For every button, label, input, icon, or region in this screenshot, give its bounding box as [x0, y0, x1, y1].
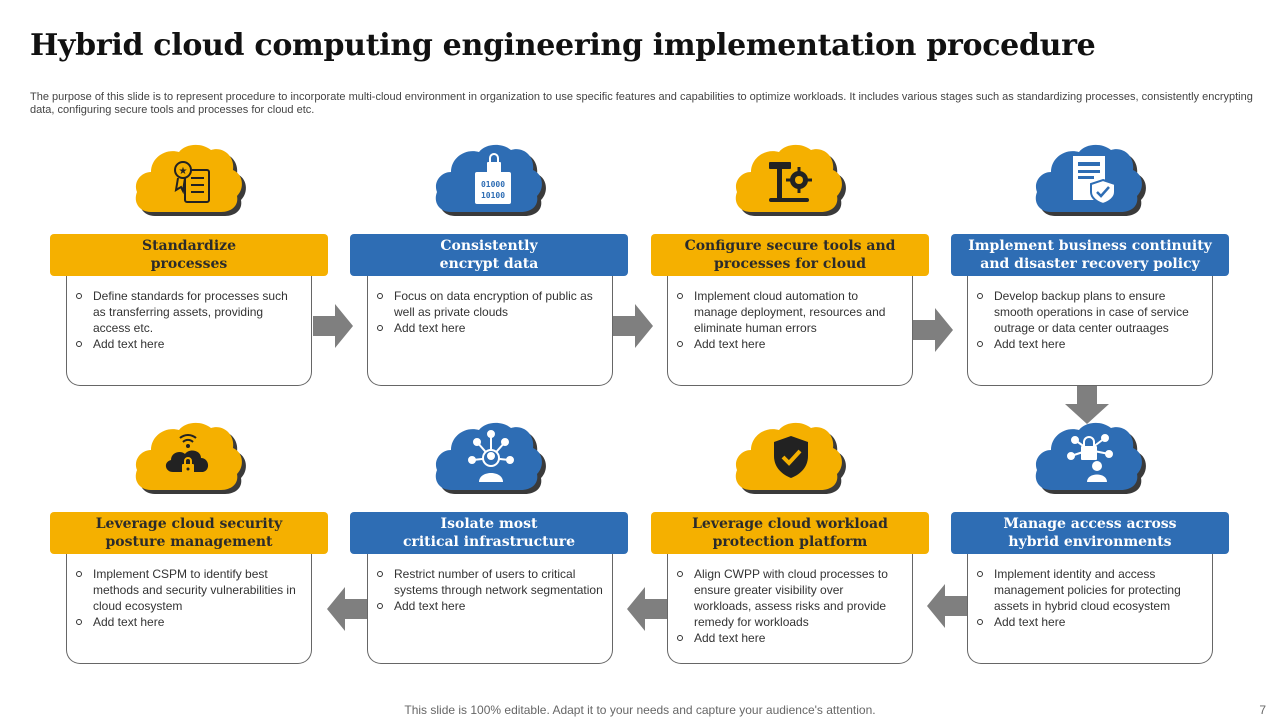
step-3-bullet-2: Add text here: [676, 336, 904, 352]
cloud-step-1: ★: [131, 142, 251, 220]
checklist-certificate-icon: ★: [174, 161, 210, 203]
step-5-title-line2: hybrid environments: [1008, 534, 1172, 550]
step-6-box: Align CWPP with cloud processes to ensur…: [667, 554, 913, 664]
cloud-lock-wifi-icon: [165, 434, 209, 475]
cloud-step-8: [131, 420, 251, 498]
step-8-title-line1: Leverage cloud security: [95, 516, 283, 532]
cloud-step-3: [731, 142, 851, 220]
arrow-right-2: [613, 304, 653, 348]
cloud-step-6: [731, 420, 851, 498]
step-8-bullet-2: Add text here: [75, 614, 303, 630]
step-8-box: Implement CSPM to identify best methods …: [66, 554, 312, 664]
step-3-title-line1: Configure secure tools and: [684, 238, 896, 254]
tools-gear-icon: [769, 162, 812, 202]
step-7-header: Isolate most critical infrastructure: [350, 512, 628, 554]
step-2-title-line1: Consistently: [440, 238, 538, 254]
step-1-box: Define standards for processes such as t…: [66, 276, 312, 386]
step-3-bullet-1: Implement cloud automation to manage dep…: [676, 288, 904, 336]
step-5-bullet-2: Add text here: [976, 614, 1204, 630]
cloud-step-7: [431, 420, 551, 498]
step-3-header: Configure secure tools and processes for …: [651, 234, 929, 276]
step-4-bullet-1: Develop backup plans to ensure smooth op…: [976, 288, 1204, 336]
arrow-down: [1065, 386, 1109, 424]
step-1-title-line1: Standardize: [141, 238, 237, 254]
step-1-bullet-2: Add text here: [75, 336, 303, 352]
step-5-header: Manage access across hybrid environments: [951, 512, 1229, 554]
step-7-title-line1: Isolate most: [440, 516, 538, 532]
step-1-title-line2: processes: [150, 256, 228, 272]
slide-footer: This slide is 100% editable. Adapt it to…: [404, 703, 876, 717]
step-2-bullet-1: Focus on data encryption of public as we…: [376, 288, 604, 320]
slide-title: Hybrid cloud computing engineering imple…: [30, 28, 1096, 63]
svg-text:★: ★: [179, 166, 188, 177]
step-2-bullet-2: Add text here: [376, 320, 604, 336]
step-7-bullet-1: Restrict number of users to critical sys…: [376, 566, 604, 598]
shield-check-icon: [774, 436, 808, 478]
step-1-bullet-1: Define standards for processes such as t…: [75, 288, 303, 336]
arrow-left-1: [927, 584, 967, 628]
step-8-title-line2: posture management: [105, 534, 273, 550]
arrow-left-2: [627, 587, 667, 631]
binary-lock-icon: 01000 10100: [475, 153, 511, 204]
slide-subtitle: The purpose of this slide is to represen…: [30, 91, 1253, 116]
document-shield-icon: [1073, 156, 1116, 206]
arrow-left-3: [327, 587, 367, 631]
step-4-title-line1: Implement business continuity: [968, 238, 1212, 254]
user-lock-network-icon: [1067, 434, 1113, 482]
network-user-icon: [468, 430, 514, 482]
page-number: 7: [1259, 703, 1266, 717]
cloud-step-4: [1031, 142, 1151, 220]
step-2-title-line2: encrypt data: [439, 256, 539, 272]
step-4-header: Implement business continuity and disaste…: [951, 234, 1229, 276]
binary-line-2: 10100: [481, 191, 505, 200]
step-5-title-line1: Manage access across: [1003, 516, 1177, 532]
step-2-header: Consistently encrypt data: [350, 234, 628, 276]
step-3-title-line2: processes for cloud: [713, 256, 867, 272]
step-4-title-line2: and disaster recovery policy: [980, 256, 1200, 272]
step-6-title-line2: protection platform: [712, 534, 868, 550]
step-3-box: Implement cloud automation to manage dep…: [667, 276, 913, 386]
arrow-right-3: [913, 308, 953, 352]
step-6-title-line1: Leverage cloud workload: [692, 516, 888, 532]
cloud-step-5: [1031, 420, 1151, 498]
step-8-bullet-1: Implement CSPM to identify best methods …: [75, 566, 303, 614]
cloud-step-2: 01000 10100: [431, 142, 551, 220]
step-1-header: Standardize processes: [50, 234, 328, 276]
step-6-header: Leverage cloud workload protection platfo…: [651, 512, 929, 554]
step-7-box: Restrict number of users to critical sys…: [367, 554, 613, 664]
binary-line-1: 01000: [481, 180, 505, 189]
step-5-bullet-1: Implement identity and access management…: [976, 566, 1204, 614]
step-7-title-line2: critical infrastructure: [402, 534, 576, 550]
step-2-box: Focus on data encryption of public as we…: [367, 276, 613, 386]
step-6-bullet-2: Add text here: [676, 630, 904, 646]
step-7-bullet-2: Add text here: [376, 598, 604, 614]
step-6-bullet-1: Align CWPP with cloud processes to ensur…: [676, 566, 904, 630]
step-4-box: Develop backup plans to ensure smooth op…: [967, 276, 1213, 386]
step-4-bullet-2: Add text here: [976, 336, 1204, 352]
step-8-header: Leverage cloud security posture managemen…: [50, 512, 328, 554]
arrow-right-1: [313, 304, 353, 348]
step-5-box: Implement identity and access management…: [967, 554, 1213, 664]
